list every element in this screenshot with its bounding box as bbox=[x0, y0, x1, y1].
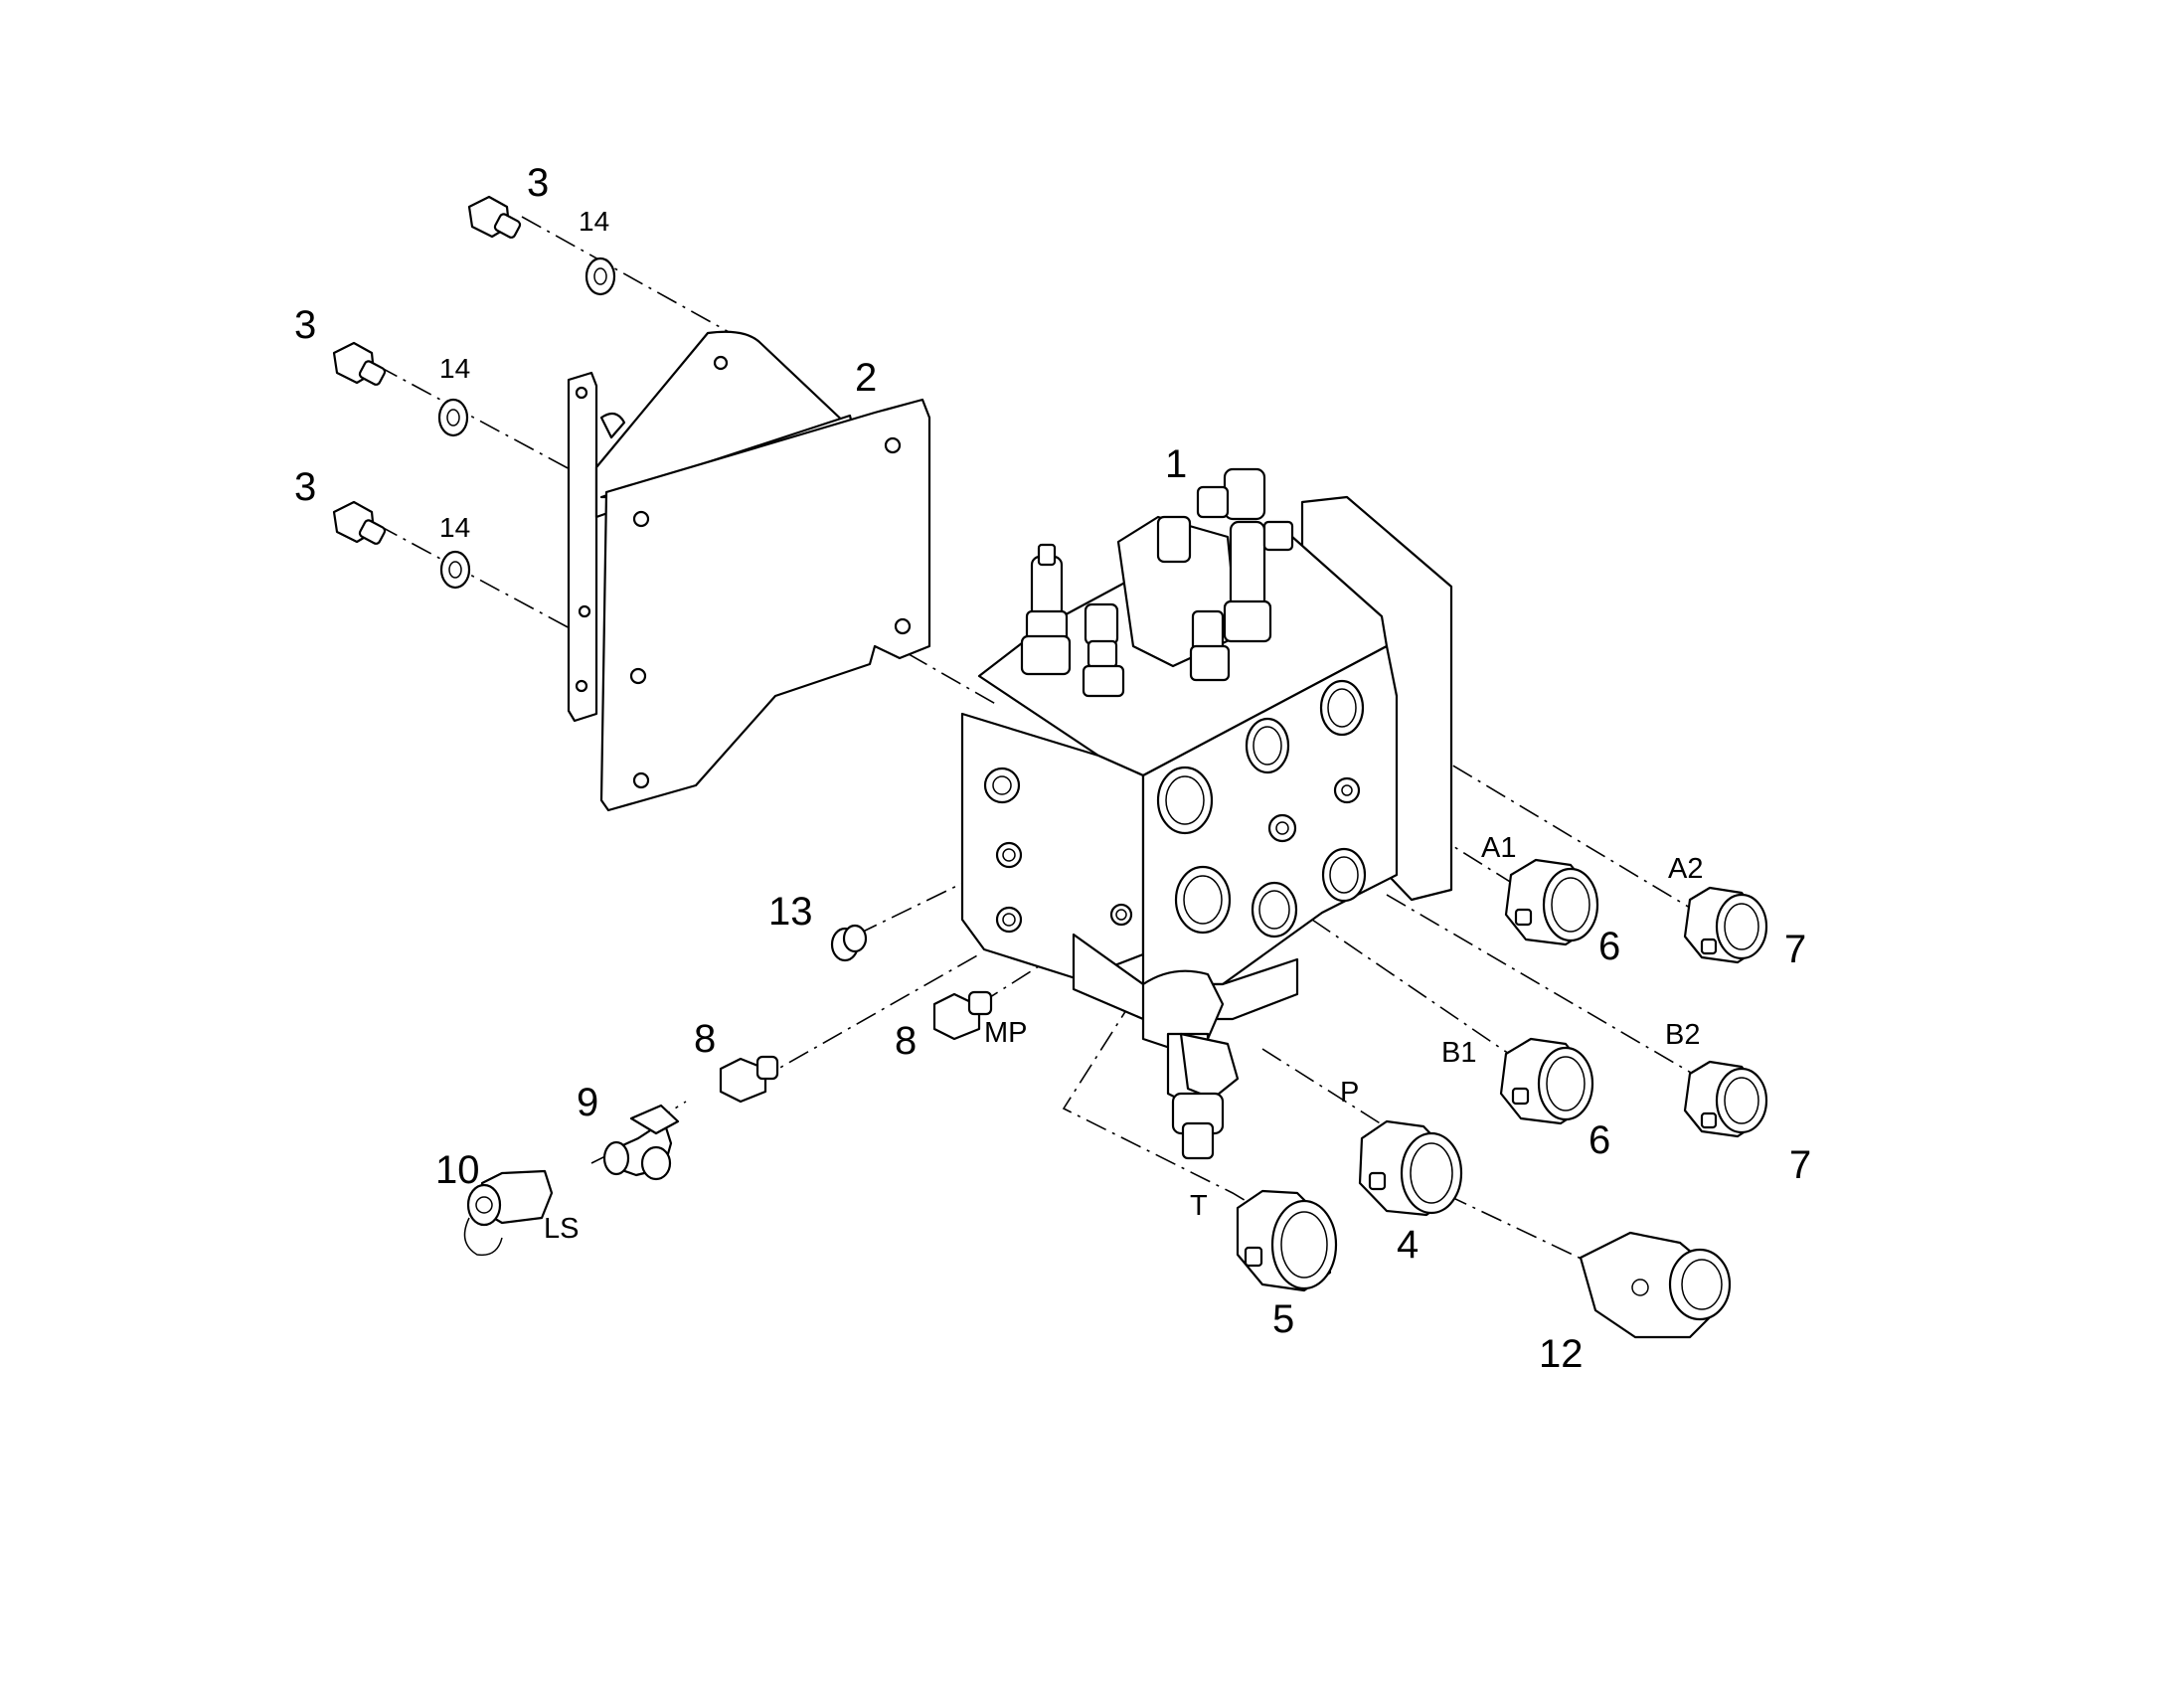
callout-8-mp: 8 bbox=[895, 1019, 917, 1063]
fitting-6-b1 bbox=[1499, 1037, 1594, 1125]
callout-9: 9 bbox=[577, 1081, 598, 1124]
washer-14-bottom bbox=[439, 550, 471, 590]
swivel-elbow-12 bbox=[1579, 1231, 1732, 1339]
fitting-7-a2 bbox=[1683, 886, 1768, 964]
bolt-3-middle bbox=[332, 341, 387, 386]
bolt-3-top bbox=[467, 195, 522, 239]
washer-14-top bbox=[585, 256, 616, 296]
callout-6-a1: 6 bbox=[1598, 925, 1620, 968]
fitting-4-p bbox=[1358, 1119, 1463, 1217]
port-label-p: P bbox=[1340, 1077, 1359, 1109]
callout-2: 2 bbox=[855, 356, 877, 400]
washer-14-middle bbox=[437, 398, 469, 437]
port-labels: A1 A2 B1 B2 P T MP LS bbox=[544, 832, 1703, 1245]
adapter-8-ls bbox=[719, 1055, 779, 1104]
fitting-5-t bbox=[1236, 1189, 1338, 1292]
callout-3-middle: 3 bbox=[294, 303, 316, 347]
port-label-t: T bbox=[1190, 1190, 1208, 1222]
plug-13 bbox=[830, 924, 868, 962]
callout-13: 13 bbox=[768, 890, 813, 934]
callout-14-middle: 14 bbox=[439, 353, 470, 384]
port-label-ls: LS bbox=[544, 1213, 579, 1245]
test-coupling-10 bbox=[463, 1169, 554, 1257]
callout-3-bottom: 3 bbox=[294, 465, 316, 509]
callout-12: 12 bbox=[1539, 1332, 1584, 1376]
callout-14-bottom: 14 bbox=[439, 512, 470, 543]
callout-3-top: 3 bbox=[527, 161, 549, 205]
port-label-mp: MP bbox=[984, 1017, 1028, 1049]
callout-1: 1 bbox=[1165, 442, 1187, 486]
fitting-7-b2 bbox=[1683, 1060, 1768, 1138]
bolt-3-bottom bbox=[332, 500, 387, 545]
solenoid-cartridges bbox=[1020, 467, 1294, 698]
tee-fitting-9 bbox=[602, 1104, 680, 1181]
callout-8-ls: 8 bbox=[694, 1017, 716, 1061]
port-label-b1: B1 bbox=[1441, 1037, 1476, 1069]
fitting-6-a1 bbox=[1504, 858, 1599, 946]
port-label-a1: A1 bbox=[1481, 832, 1516, 864]
adapter-8-mp bbox=[932, 990, 993, 1041]
callout-7-a2: 7 bbox=[1784, 928, 1806, 971]
callout-5: 5 bbox=[1272, 1297, 1294, 1341]
port-label-a2: A2 bbox=[1668, 853, 1703, 885]
callout-7-b2: 7 bbox=[1789, 1143, 1811, 1187]
callout-10: 10 bbox=[435, 1148, 480, 1192]
callout-4: 4 bbox=[1397, 1223, 1419, 1267]
callout-labels: 1 2 3 3 3 14 14 14 13 8 8 9 10 6 6 7 7 4… bbox=[294, 161, 1811, 1376]
port-label-b2: B2 bbox=[1665, 1019, 1700, 1051]
mounting-bracket bbox=[567, 330, 931, 812]
callout-14-top: 14 bbox=[579, 206, 609, 237]
callout-6-b1: 6 bbox=[1588, 1118, 1610, 1162]
